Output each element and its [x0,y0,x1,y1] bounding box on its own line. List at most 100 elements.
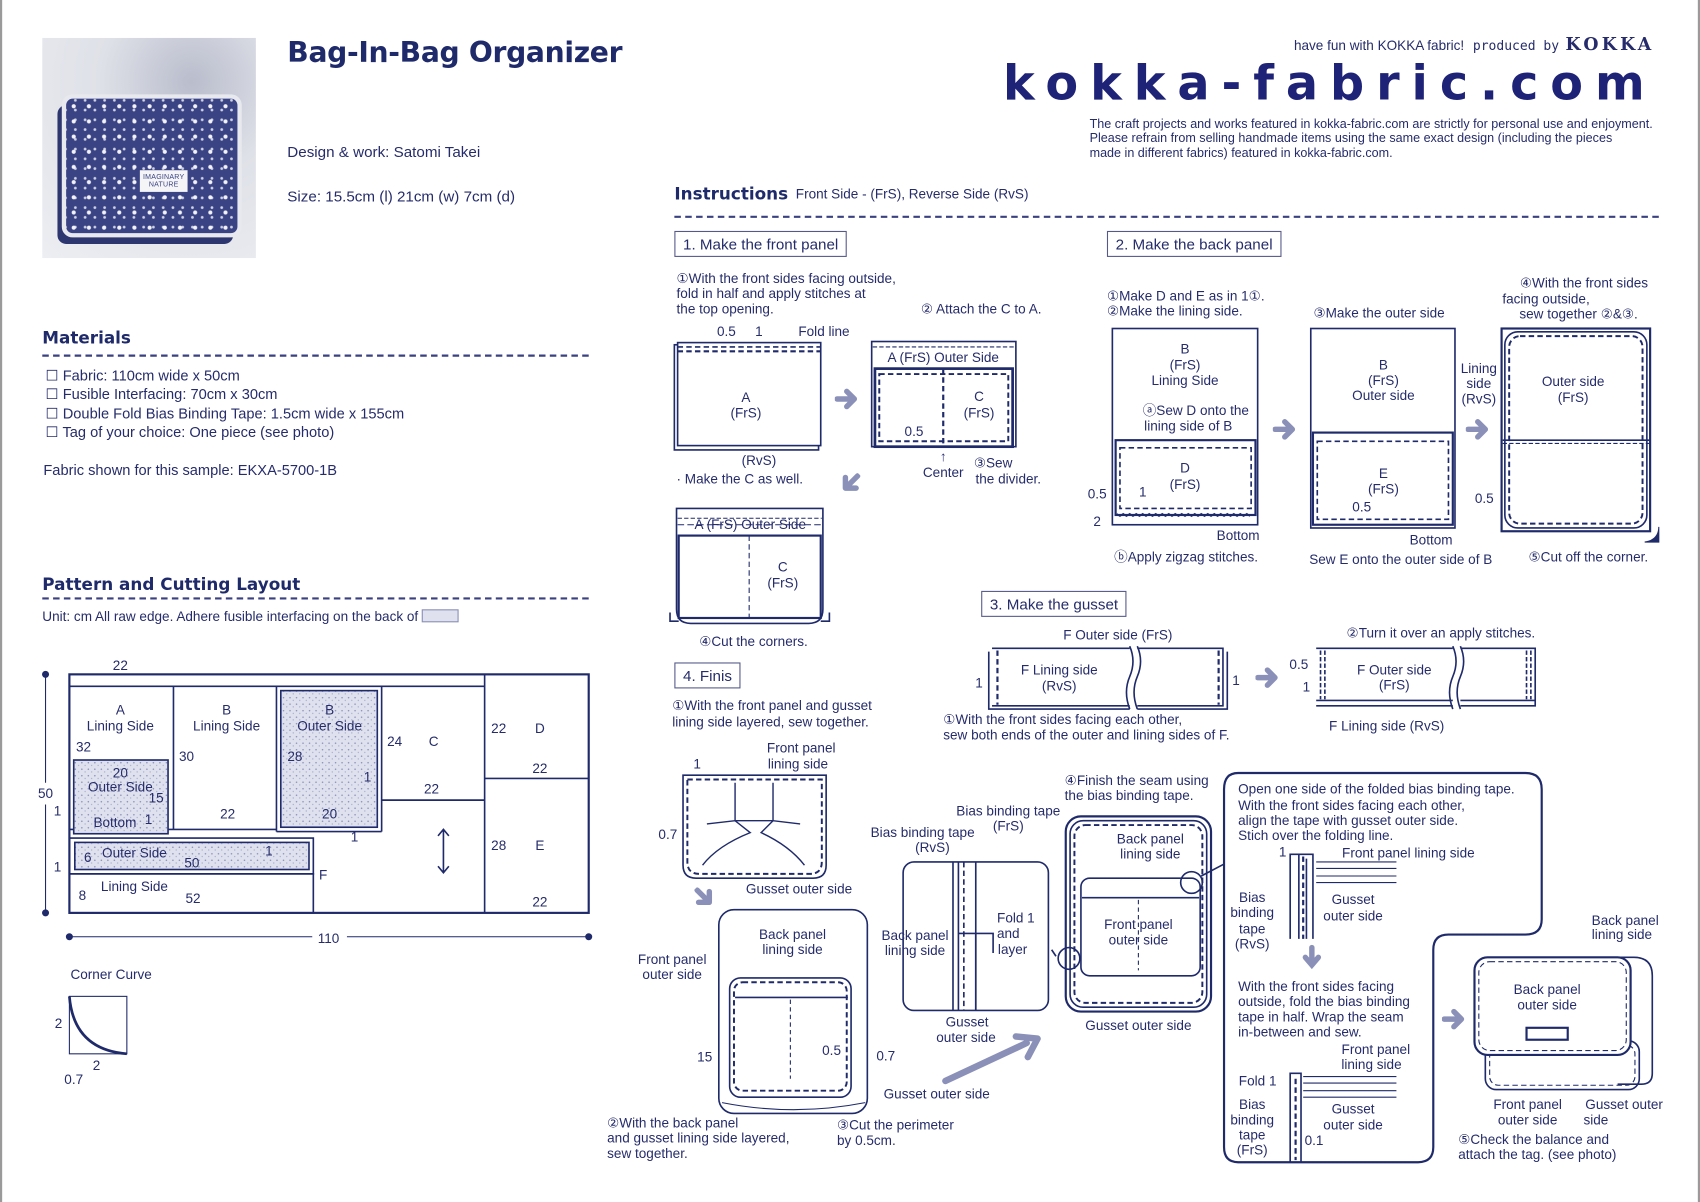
disclaimer-line: The craft projects and works featured in… [1089,117,1653,132]
bag-tag-image: IMAGINARY NATURE [139,170,188,192]
diagram-label: ③Cut the perimeter [836,1117,954,1133]
diagram-label: lining side layered, sew together. [672,714,869,730]
product-photo: IMAGINARY NATURE [42,37,256,259]
brand-logo: KOKKA [1565,33,1655,55]
diagram-label: (FrS) [730,405,762,421]
diagram-label: Gusset [945,1014,989,1030]
diagram-label: Bias [1239,1097,1266,1113]
diagram-label: Bottom [93,815,137,831]
diagram-label: the bias binding tape. [1064,788,1194,804]
diagram-label: Gusset outer side [883,1086,990,1102]
diagram-label: Gusset outer side [1085,1018,1192,1034]
step-3-title: 3. Make the gusset [981,590,1127,617]
diagram-label: ③Make the outer side [1313,305,1445,321]
diagram-label: 1 [350,829,359,845]
diagram-label: 1 [1302,679,1311,695]
diagram-label: Outer side [1352,388,1415,404]
diagram-label: 22 [220,806,236,822]
diagram-label: Lining Side [100,879,168,895]
diagram-label: lining side [767,756,829,772]
diagram-label: 1 [1278,844,1287,860]
diagram-label: fold in half and apply stitches at [676,286,866,302]
diagram-label: sew together ②&③. [1519,306,1638,323]
diagram-label: A [741,390,751,406]
diagram-label: (RvS) [1041,678,1077,694]
diagram-label: 2 [54,1015,63,1032]
diagram-label: B [1180,341,1190,357]
diagram-label: 8 [78,887,87,904]
diagram-label: align the tape with gusset outer side. [1238,813,1459,829]
diagram-label: Front panel lining side [1342,845,1475,861]
diagram-label: Sew E onto the outer side of B [1309,551,1493,568]
arrow-right-icon [1444,1012,1461,1027]
diagram-label: E [1378,466,1388,482]
diagram-label: Bottom [1216,527,1260,544]
diagram-label: lining side [1120,846,1181,862]
diagram-label: 0.7 [876,1048,896,1064]
diagram-label: 15 [148,790,164,806]
site-logo[interactable]: kokka-fabric.com [1003,56,1657,112]
diagram-label: Open one side of the folded bias binding… [1238,781,1515,797]
diagram-label: F Lining side [1020,662,1098,678]
diagram-label: 0.5 [1352,499,1372,515]
diagram-label: Bias binding tape [956,803,1061,819]
diagram-label: Lining Side [1151,372,1219,389]
diagram-label: ②Turn it over an apply stitches. [1346,625,1536,641]
diagram-label: Back panel [759,926,827,943]
diagram-label: F Outer side [1356,662,1432,678]
diagram-label: Lining [1460,361,1497,377]
detail-callout-circle [1179,870,1204,895]
diagram-label: (FrS) [1367,481,1399,497]
diagram-label: 15 [697,1049,713,1065]
diagram-label: layer [997,942,1028,958]
diagram-label: ①With the front panel and gusset [672,698,872,714]
interfacing-area [72,759,169,835]
diagram-label: ⑤Check the balance and [1458,1131,1610,1148]
diagram-label: 22 [112,658,128,674]
diagram-label: Front panel [766,740,836,756]
diagram-label: Back panel [1513,982,1581,998]
diagram-label: 1 [53,859,62,875]
diagram-label: Center [922,465,964,481]
diagram-label: Front panel [1104,917,1173,933]
arrow-right-icon [1258,670,1275,685]
fabric-sample: Fabric shown for this sample: EKXA-5700-… [43,461,338,479]
diagram-label: and [996,925,1020,942]
diagram-label: (FrS) [963,405,995,421]
diagram-label: 0.1 [1304,1132,1324,1149]
diagram-label: C [777,559,788,575]
diagram-label: B [325,702,335,718]
tag-icon [1525,1026,1569,1041]
diagram-label: 28 [491,838,507,854]
diagram-label: Outer side [1541,374,1605,390]
diagram-label: side [1583,1112,1609,1128]
diagram-label: A (FrS) Outer Side [694,517,806,533]
diagram-label: (FrS) [992,818,1024,834]
interfacing-area [73,841,310,871]
diagram-label: ② Attach the C to A. [920,301,1042,317]
diagram-label: tape [1239,1127,1266,1143]
diagram-label: · Make the C as well. [676,471,804,487]
diagram-label: 1 [144,812,153,828]
step-2-title: 2. Make the back panel [1106,230,1282,257]
divider [42,597,589,600]
diagram-label: F [318,867,328,883]
diagram-label: 20 [112,765,128,781]
step-1-title: 1. Make the front panel [674,230,847,257]
bag-image: IMAGINARY NATURE [61,94,242,238]
diagram-label: outer side [642,967,702,983]
diagram-label: Lining Side [86,718,154,734]
diagram-label: outer side [1517,997,1577,1013]
material-item: ☐ Fabric: 110cm wide x 50cm [45,367,240,384]
diagram-label: outer side [1323,1117,1383,1133]
step-3-diagram [987,645,1537,710]
diagram-label: tape in half. Wrap the seam [1238,1009,1404,1025]
diagram-label: Lining Side [193,718,261,734]
bag-tag-text: IMAGINARY NATURE [143,172,185,189]
diagram-label: B [222,702,232,718]
disclaimer-line: made in different fabrics) featured in k… [1089,145,1393,161]
diagram-label: 2 [92,1058,101,1074]
diagram-label: 52 [185,891,201,907]
diagram-label: (RvS) [1234,936,1270,952]
